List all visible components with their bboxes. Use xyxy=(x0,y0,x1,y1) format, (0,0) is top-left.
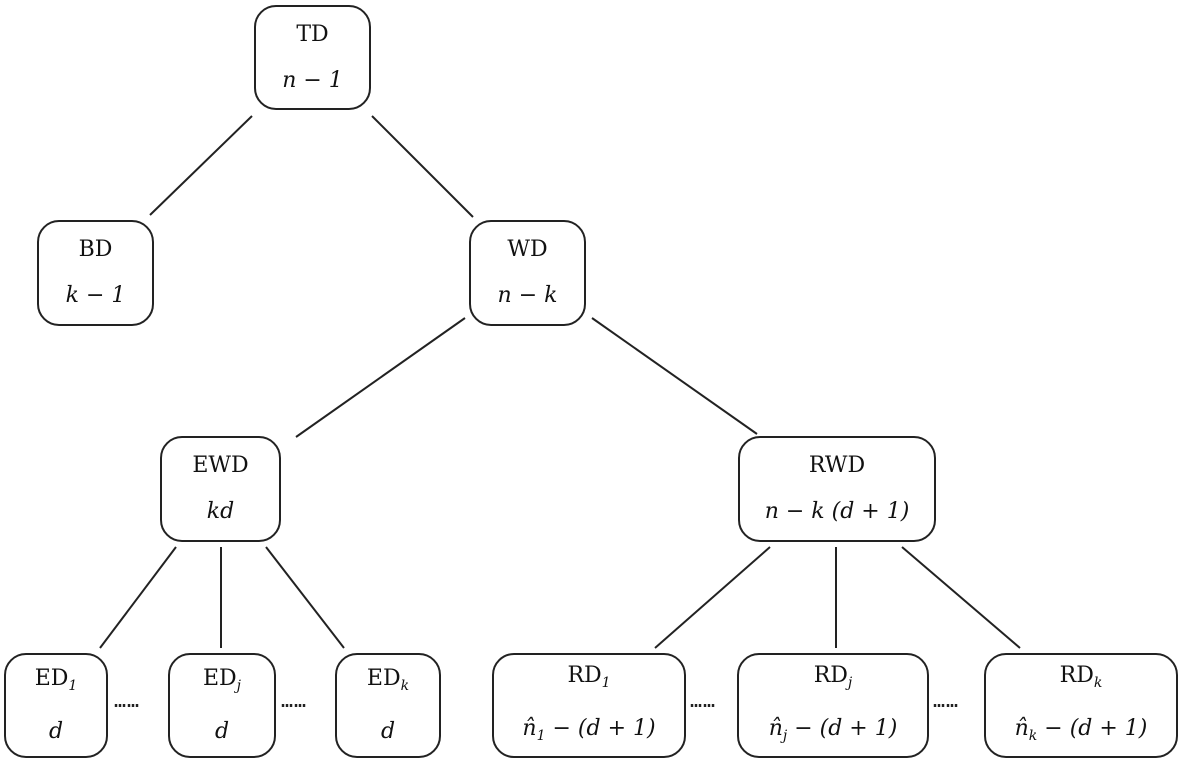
node-td: TD n − 1 xyxy=(254,5,371,110)
node-bd: BD k − 1 xyxy=(37,220,154,326)
ellipsis-rd-1-j: …… xyxy=(690,688,717,712)
node-ed-k-subscript: k xyxy=(400,678,410,694)
node-ed-1-name: ED1 xyxy=(35,665,78,700)
node-rd-1-value-rest: − (d + 1) xyxy=(545,715,656,741)
node-rd-k-label: RD xyxy=(1059,662,1094,688)
node-rd-k-subscript: k xyxy=(1093,674,1103,691)
node-rd-1-value-sub: 1 xyxy=(536,727,546,744)
node-ed-j-value: d xyxy=(214,719,230,744)
node-rd-j-name: RDj xyxy=(814,662,853,697)
edge-td-wd xyxy=(371,115,474,218)
node-td-name: TD xyxy=(296,21,329,47)
node-ed-k-label: ED xyxy=(366,666,401,691)
ellipsis-ed-j-k: …… xyxy=(281,688,308,712)
node-bd-value: k − 1 xyxy=(65,283,126,308)
node-ed-1: ED1 d xyxy=(4,653,108,758)
node-rd-j-value-var: n̂ xyxy=(768,715,783,741)
node-rd-k-name: RDk xyxy=(1060,662,1103,697)
node-ed-k-value: d xyxy=(380,719,396,744)
node-rwd-value: n − k (d + 1) xyxy=(764,499,910,524)
node-rd-j: RDj n̂j − (d + 1) xyxy=(737,653,929,758)
node-rd-j-value: n̂j − (d + 1) xyxy=(769,715,898,750)
node-rd-j-subscript: j xyxy=(847,674,853,691)
node-ewd-value: kd xyxy=(206,499,235,524)
node-rd-k-value: n̂k − (d + 1) xyxy=(1015,715,1148,750)
node-rd-k: RDk n̂k − (d + 1) xyxy=(984,653,1178,758)
node-rd-j-value-sub: j xyxy=(782,727,788,744)
edge-rwd-rd1 xyxy=(654,546,771,649)
node-wd: WD n − k xyxy=(469,220,586,326)
node-rd-k-value-sub: k xyxy=(1028,727,1038,744)
node-ewd: EWD kd xyxy=(160,436,281,542)
edge-wd-rwd xyxy=(591,317,758,435)
node-rd-k-value-rest: − (d + 1) xyxy=(1037,715,1148,741)
node-bd-name: BD xyxy=(78,237,113,262)
edge-td-bd xyxy=(149,115,253,216)
edge-ewd-edk xyxy=(265,546,345,649)
ellipsis-ed-1-j: …… xyxy=(114,688,141,712)
node-rd-k-value-var: n̂ xyxy=(1014,715,1029,741)
node-rd-1-label: RD xyxy=(567,662,602,688)
node-rd-1-name: RD1 xyxy=(567,662,610,697)
node-rwd: RWD n − k (d + 1) xyxy=(738,436,936,542)
node-ed-1-label: ED xyxy=(34,666,69,691)
node-rd-1-value-var: n̂ xyxy=(522,715,537,741)
node-rd-1-subscript: 1 xyxy=(601,674,611,691)
edge-ewd-ed1 xyxy=(99,546,177,649)
node-ed-1-value: d xyxy=(48,719,64,744)
node-rwd-name: RWD xyxy=(808,453,866,478)
node-ed-j-subscript: j xyxy=(236,678,242,694)
node-rd-j-label: RD xyxy=(813,662,848,688)
edge-wd-ewd xyxy=(295,317,466,438)
node-ed-j-label: ED xyxy=(202,666,237,691)
node-ed-j-name: EDj xyxy=(203,665,241,700)
node-rd-j-value-rest: − (d + 1) xyxy=(787,715,898,741)
node-rd-1-value: n̂1 − (d + 1) xyxy=(522,715,655,750)
node-rd-1: RD1 n̂1 − (d + 1) xyxy=(492,653,686,758)
node-wd-name: WD xyxy=(507,237,548,262)
node-td-value: n − 1 xyxy=(282,67,343,93)
node-ed-k: EDk d xyxy=(335,653,441,758)
node-wd-value: n − k xyxy=(497,283,558,308)
edge-rwd-rdk xyxy=(901,546,1021,649)
node-ewd-name: EWD xyxy=(192,453,249,478)
node-ed-j: EDj d xyxy=(168,653,276,758)
ellipsis-rd-j-k: …… xyxy=(933,688,960,712)
node-ed-k-name: EDk xyxy=(367,665,409,700)
node-ed-1-subscript: 1 xyxy=(68,678,78,694)
